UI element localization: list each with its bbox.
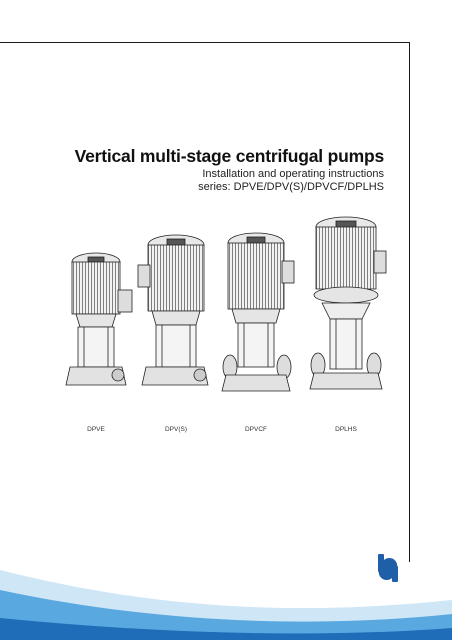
pump-label-dpvs: DPV(S) [164,426,188,433]
dp-logo-icon [378,554,398,582]
pump-dpvcf-image [221,232,295,392]
document-series: series: DPVE/DPV(S)/DPVCF/DPLHS [198,181,384,193]
pump-dplhs-image [309,216,387,390]
frame-right-line [409,42,410,562]
pump-illustrations [65,216,387,392]
pump-label-dplhs: DPLHS [335,426,357,433]
pump-label-dpve: DPVE [87,426,105,433]
pump-label-dpvcf: DPVCF [244,426,268,433]
frame-top-line [0,42,410,43]
pump-dpvs-image [137,234,209,386]
document-subtitle: Installation and operating instructions [202,168,384,180]
wave-decoration [0,570,452,640]
document-title: Vertical multi-stage centrifugal pumps [74,146,385,166]
pump-dpve-image [65,252,133,386]
